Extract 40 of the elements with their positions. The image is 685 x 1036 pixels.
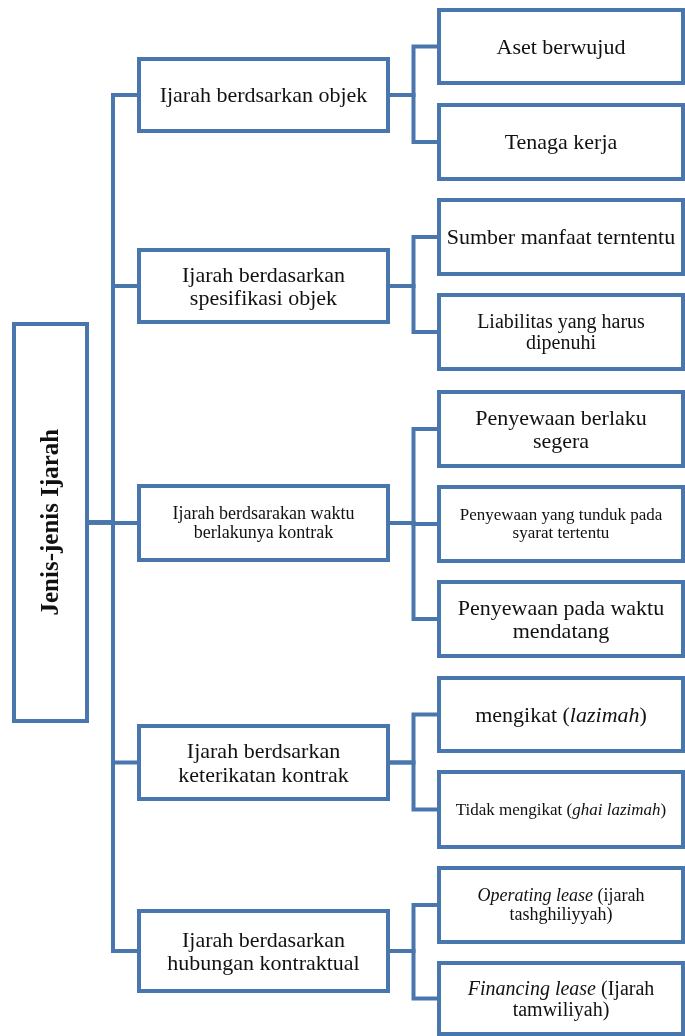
box-label: Operating lease (ijarah tashghiliyyah): [476, 886, 646, 924]
box-label: Tidak mengikat (ghai lazimah): [455, 800, 667, 819]
category-box: [137, 248, 390, 324]
box-label: Penyewaan berlaku segera: [474, 405, 648, 453]
category-box: [437, 293, 685, 371]
connector-line: [390, 93, 437, 144]
box-label: Ijarah berdsarkan keterikatan kontrak: [177, 739, 350, 786]
category-box: [437, 8, 685, 85]
category-box: [437, 866, 685, 944]
box-label: Liabilitas yang harus dipenuhi: [476, 311, 646, 353]
box-label: Financing lease (Ijarah tamwiliyah): [466, 977, 656, 1020]
box-label: Aset berwujud: [496, 34, 626, 59]
connector-line: [390, 284, 437, 334]
box-label: Penyewaan pada waktu mendatang: [456, 595, 666, 643]
category-box: [137, 724, 390, 801]
category-box: [137, 909, 390, 993]
root-box: [12, 322, 89, 723]
category-box: [437, 770, 685, 849]
connector-line: [390, 521, 437, 621]
connector-line: [89, 520, 137, 953]
category-box: [137, 484, 390, 562]
box-label: Sumber manfaat terntentu: [446, 225, 676, 249]
category-box: [137, 57, 390, 133]
category-box: [437, 198, 685, 276]
box-label: mengikat (lazimah): [475, 702, 647, 727]
box-label: Ijarah berdsarkan objek: [159, 83, 368, 107]
category-box: [437, 961, 685, 1036]
box-label: Ijarah berdsarakan waktu berlakunya kontrak: [171, 504, 356, 542]
category-box: [437, 485, 685, 563]
connector-line: [390, 760, 437, 812]
box-label: Penyewaan yang tunduk pada syarat tertentu: [458, 506, 664, 542]
box-label: Ijarah berdasarkan spesifikasi objek: [180, 262, 347, 310]
category-box: [437, 580, 685, 658]
category-box: [437, 390, 685, 468]
category-box: [437, 676, 685, 753]
connector-line: [390, 949, 437, 1001]
box-label: Ijarah berdasarkan hubungan kontraktual: [166, 927, 361, 975]
box-label: Tenaga kerja: [504, 130, 618, 154]
category-box: [437, 103, 685, 181]
box-label: Jenis-jenis Ijarah: [37, 429, 64, 616]
